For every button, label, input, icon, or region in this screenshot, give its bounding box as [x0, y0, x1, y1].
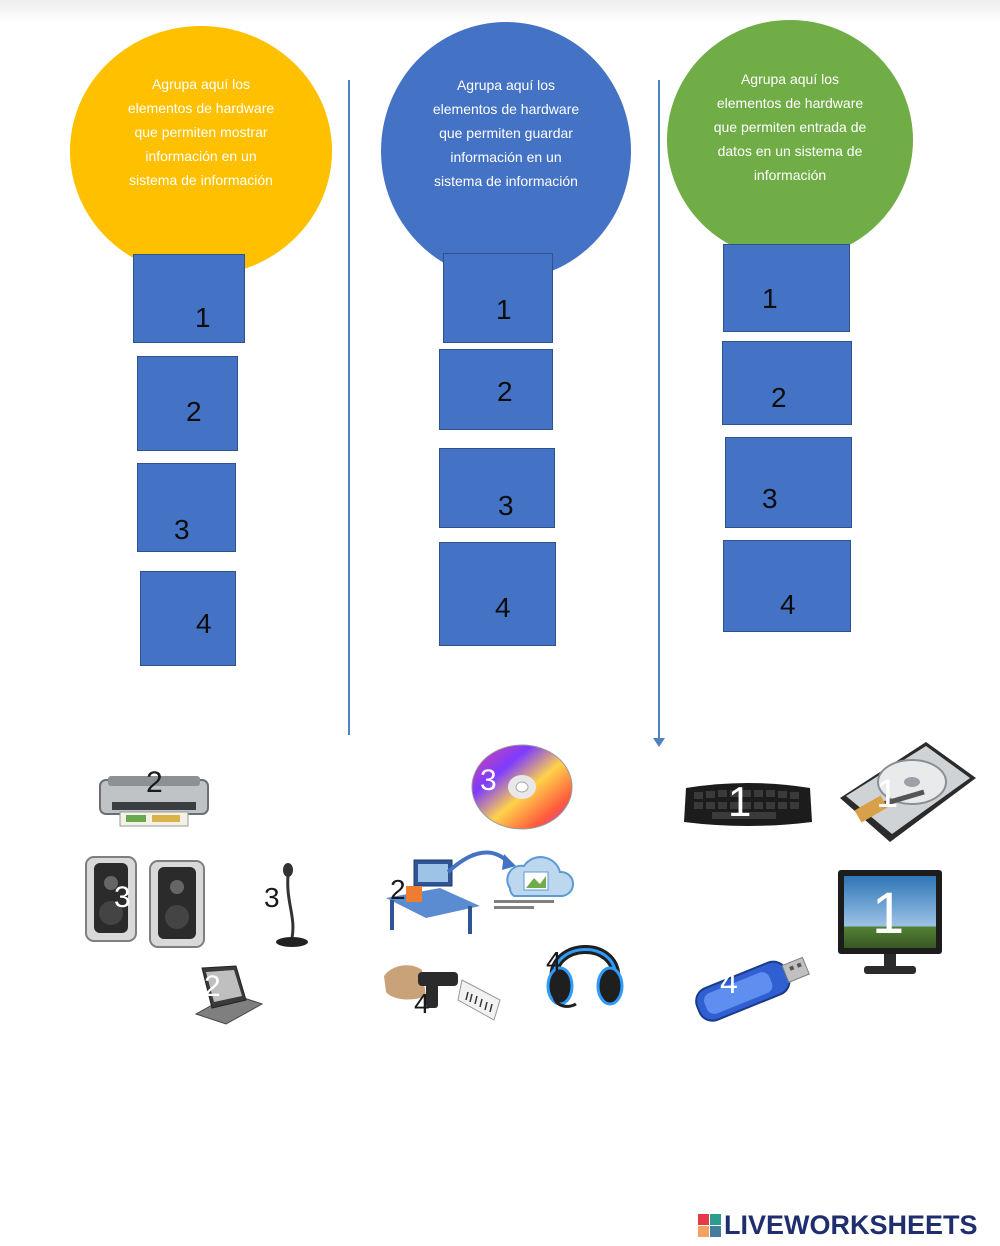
drop-slot-entrada-4[interactable]: [723, 540, 851, 632]
microphone-icon: [276, 863, 308, 947]
column-divider: [658, 80, 660, 740]
item-number: 2: [204, 970, 221, 1003]
draggable-scanner[interactable]: 2: [192, 964, 264, 1028]
printer-icon: [99, 776, 209, 827]
scanner-icon: [194, 965, 264, 1025]
top-bar: [0, 0, 1000, 22]
instruction-mostrar: Agrupa aquí los elementos de hardware qu…: [127, 76, 275, 188]
slot-number: 4: [780, 589, 796, 620]
draggable-speakers[interactable]: 3: [82, 853, 208, 951]
item-number: 2: [146, 766, 163, 799]
drop-slot-mostrar-1[interactable]: [133, 254, 245, 343]
item-number: 1: [876, 772, 899, 816]
item-number: 3: [264, 882, 280, 913]
draggable-cloud-storage[interactable]: 2: [384, 848, 574, 938]
draggable-microphone[interactable]: 3: [262, 862, 318, 952]
circle-entrada: [667, 20, 913, 260]
item-number: 1: [872, 881, 905, 946]
item-number: 4: [546, 946, 562, 977]
slot-number: 1: [195, 302, 211, 333]
draggable-barcode-scanner[interactable]: 4: [382, 956, 502, 1026]
drop-slot-mostrar-4[interactable]: [140, 571, 236, 666]
arrow-head-icon: [653, 738, 665, 747]
monitor-icon: [838, 870, 942, 974]
slot-number: 1: [496, 294, 512, 325]
instruction-entrada: Agrupa aquí los elementos de hardware qu…: [713, 71, 867, 183]
slot-number: 4: [196, 608, 212, 639]
item-number: 3: [480, 764, 497, 797]
usb-drive-icon: [695, 956, 810, 1022]
drop-slot-mostrar-3[interactable]: [137, 463, 236, 552]
draggable-cd[interactable]: 3: [470, 742, 574, 832]
item-number: 4: [414, 988, 430, 1019]
item-number: 4: [720, 964, 738, 1000]
drop-slot-guardar-3[interactable]: [439, 448, 555, 528]
cloud-storage-icon: [386, 850, 574, 934]
slot-number: 3: [174, 514, 190, 545]
circle-guardar: [381, 22, 631, 280]
draggable-keyboard[interactable]: 1: [682, 778, 814, 830]
headset-icon: [546, 945, 624, 1008]
drop-slot-guardar-4[interactable]: [439, 542, 556, 646]
item-number: 1: [728, 778, 752, 825]
speakers-icon: [85, 856, 205, 948]
draggable-usb-drive[interactable]: 4: [680, 942, 816, 1034]
item-number: 2: [390, 874, 406, 905]
slot-number: 2: [497, 376, 513, 407]
column-divider: [348, 80, 350, 735]
brand-name: LIVEWORKSHEETS: [724, 1210, 978, 1240]
drop-slot-guardar-2[interactable]: [439, 349, 553, 430]
slot-number: 2: [771, 382, 787, 413]
slot-number: 2: [186, 396, 202, 427]
draggable-headset[interactable]: 4: [542, 928, 628, 1012]
keyboard-icon: [684, 783, 812, 826]
logo-squares-icon: [698, 1214, 722, 1238]
slot-number: 3: [498, 490, 514, 521]
circle-mostrar: [70, 26, 332, 276]
drop-slot-guardar-1[interactable]: [443, 253, 553, 343]
slot-number: 1: [762, 283, 778, 314]
instruction-guardar: Agrupa aquí los elementos de hardware qu…: [432, 77, 580, 189]
draggable-hard-drive[interactable]: 1: [836, 736, 978, 846]
drop-slot-mostrar-2[interactable]: [137, 356, 238, 451]
item-number: 3: [114, 881, 131, 914]
cd-icon: [471, 744, 573, 830]
drop-slot-entrada-2[interactable]: [722, 341, 852, 425]
hard-drive-icon: [840, 742, 976, 842]
drop-slot-entrada-1[interactable]: [723, 244, 850, 332]
slot-number: 4: [495, 592, 511, 623]
draggable-monitor[interactable]: 1: [834, 866, 946, 978]
drop-slot-entrada-3[interactable]: [725, 437, 852, 528]
slot-number: 3: [762, 483, 778, 514]
draggable-printer[interactable]: 2: [94, 766, 214, 830]
barcode-scanner-icon: [384, 965, 501, 1021]
